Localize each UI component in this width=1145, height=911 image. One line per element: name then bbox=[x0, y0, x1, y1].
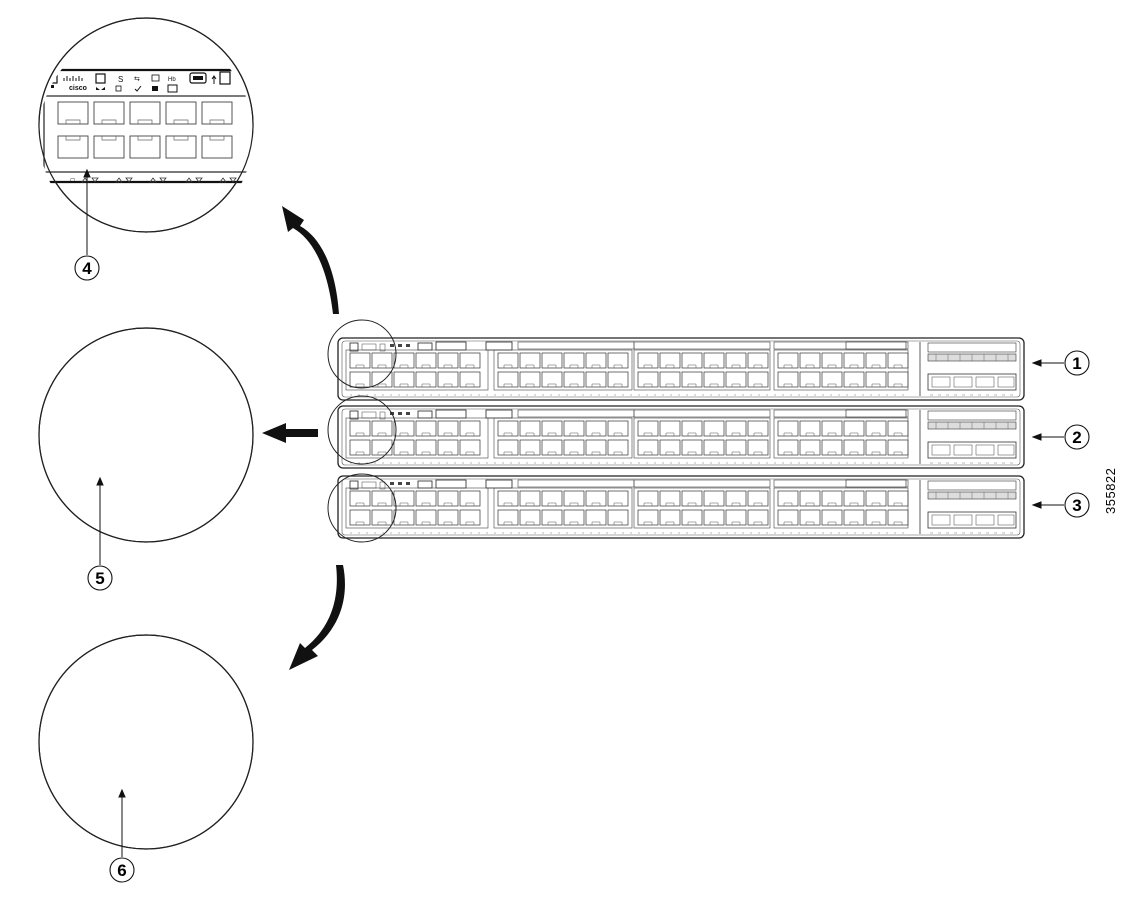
highlight-circle-switch-1 bbox=[327, 319, 397, 389]
highlight-circle-switch-3 bbox=[327, 473, 397, 543]
arrow-to-top-zoom bbox=[282, 206, 339, 314]
callout-3-label: 3 bbox=[1072, 496, 1081, 515]
callout-5: 5 bbox=[87, 565, 113, 591]
leader-line-4 bbox=[83, 168, 91, 255]
callout-2-label: 2 bbox=[1072, 428, 1081, 447]
arrow-to-bottom-zoom bbox=[289, 565, 345, 670]
callout-3: 3 bbox=[1064, 492, 1090, 518]
leader-line-5 bbox=[96, 476, 104, 565]
leader-line-2 bbox=[1031, 433, 1064, 441]
zoom-view-top bbox=[38, 17, 254, 233]
callout-5-label: 5 bbox=[95, 569, 104, 588]
callout-6: 6 bbox=[109, 857, 135, 883]
leader-line-3 bbox=[1031, 501, 1064, 509]
switch-2 bbox=[338, 406, 1024, 468]
zoom-view-middle bbox=[38, 327, 254, 543]
callout-6-label: 6 bbox=[117, 861, 126, 880]
switch-3 bbox=[338, 476, 1024, 538]
callout-4-label: 4 bbox=[82, 259, 92, 278]
switch-1 bbox=[338, 338, 1024, 400]
callout-1: 1 bbox=[1064, 350, 1090, 376]
callout-1-label: 1 bbox=[1072, 354, 1081, 373]
callout-2: 2 bbox=[1064, 424, 1090, 450]
zoom-view-bottom bbox=[38, 634, 254, 850]
arrow-to-middle-zoom bbox=[262, 423, 318, 443]
leader-line-1 bbox=[1031, 359, 1064, 367]
figure-id: 355822 bbox=[1103, 467, 1118, 514]
leader-line-6 bbox=[118, 788, 126, 857]
callout-4: 4 bbox=[74, 255, 100, 281]
highlight-circle-switch-2 bbox=[327, 395, 397, 465]
